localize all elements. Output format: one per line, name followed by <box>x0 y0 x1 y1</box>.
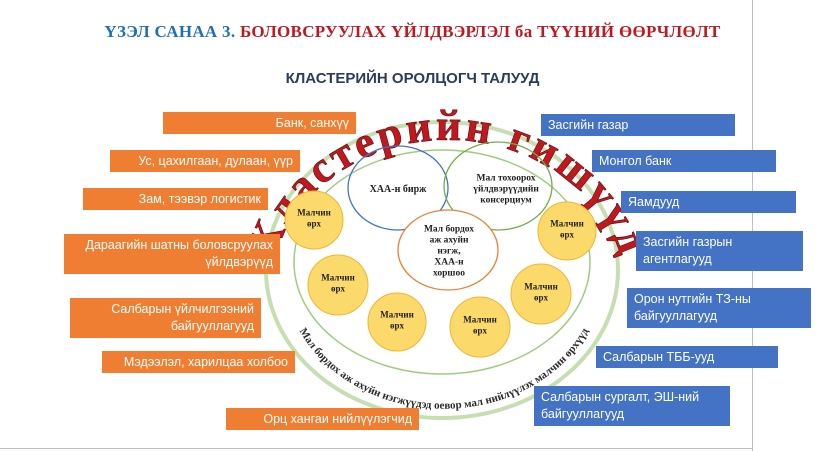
page-title: ҮЗЭЛ САНАА 3. БОЛОВСРУУЛАХ ҮЙЛДВЭРЛЭЛ ба… <box>0 22 825 42</box>
herder-circle <box>367 292 427 352</box>
right-box-government: Засгийн газар <box>541 114 735 136</box>
herder-circle <box>537 201 597 261</box>
label-line: Малчин <box>321 273 355 283</box>
label-line: өрх <box>390 321 405 331</box>
label-line: ХАА-н <box>434 257 464 267</box>
herder-circle <box>284 190 344 250</box>
title-part1: ҮЗЭЛ САНАА 3. <box>104 22 236 41</box>
label-line: консерциум <box>480 195 532 205</box>
herder-circle <box>307 254 369 316</box>
right-box-ministries: Яамдууд <box>621 191 796 213</box>
right-box-mongolbank: Монгол банк <box>592 150 776 172</box>
left-box-logistics: Зам, тээвэр логистик <box>83 188 268 210</box>
label-line: өрх <box>473 326 488 336</box>
label-line: Малчин <box>463 315 497 325</box>
left-box-utilities: Ус, цахилгаан, дулаан, үүр <box>110 150 300 172</box>
label-line: өрх <box>534 293 549 303</box>
herder-circle <box>449 296 511 358</box>
center-circle <box>397 209 499 291</box>
right-box-ngo: Салбарын ТББ-ууд <box>596 346 778 368</box>
label-line: өрх <box>307 219 322 229</box>
left-box-processing: Дараагийн шатны боловсруулах үйлдвэрүүд <box>64 234 280 274</box>
label-line: Мал тохоорох <box>477 173 536 183</box>
consortium-circle <box>443 141 553 231</box>
title-part2: БОЛОВСРУУЛАХ ҮЙЛДВЭРЛЭЛ ба ТҮҮНИЙ ӨӨРЧЛӨ… <box>239 22 721 41</box>
label-line: аж ахуйн <box>430 234 469 245</box>
label-line: өрх <box>560 230 575 240</box>
label-line: Малчин <box>524 282 558 292</box>
right-box-agencies: Засгийн газрын агентлагууд <box>636 231 803 271</box>
herder-circle <box>510 263 572 325</box>
left-box-bank: Банк, санхүү <box>163 112 356 134</box>
label-line: хоршоо <box>433 268 465 278</box>
label-line: үйлдвэрүүдийн <box>473 183 539 194</box>
label-line: Мал бордох <box>424 223 474 234</box>
page-subtitle: КЛАСТЕРИЙН ОРОЛЦОГЧ ТАЛУУД <box>285 70 540 87</box>
left-box-suppliers: Орц хангаи нийлүүлэгчид <box>226 408 419 430</box>
exchange-label: ХАА-н бирж <box>370 184 428 195</box>
exchange-circle <box>347 145 449 231</box>
label-line: Малчин <box>380 310 414 320</box>
herder-circles: МалчинөрхМалчинөрхМалчинөрхМалчинөрхМалч… <box>284 190 597 358</box>
label-line: Малчин <box>297 208 331 218</box>
slide-right-border <box>752 0 753 451</box>
left-box-communication: Мэдээлэл, харилцаа холбоо <box>102 351 295 373</box>
label-line: нэгж, <box>437 246 461 256</box>
right-box-local-gov: Орон нутгийн ТЗ-ны байгууллагууд <box>627 288 811 328</box>
slide-bottom-border <box>0 448 752 449</box>
left-box-services: Салбарын үйлчилгээний байгууллагууд <box>70 298 261 338</box>
right-box-research: Салбарын сургалт, ЭШ-ний байгууллагууд <box>534 386 730 426</box>
label-line: Малчин <box>550 219 584 229</box>
label-line: өрх <box>331 284 346 294</box>
